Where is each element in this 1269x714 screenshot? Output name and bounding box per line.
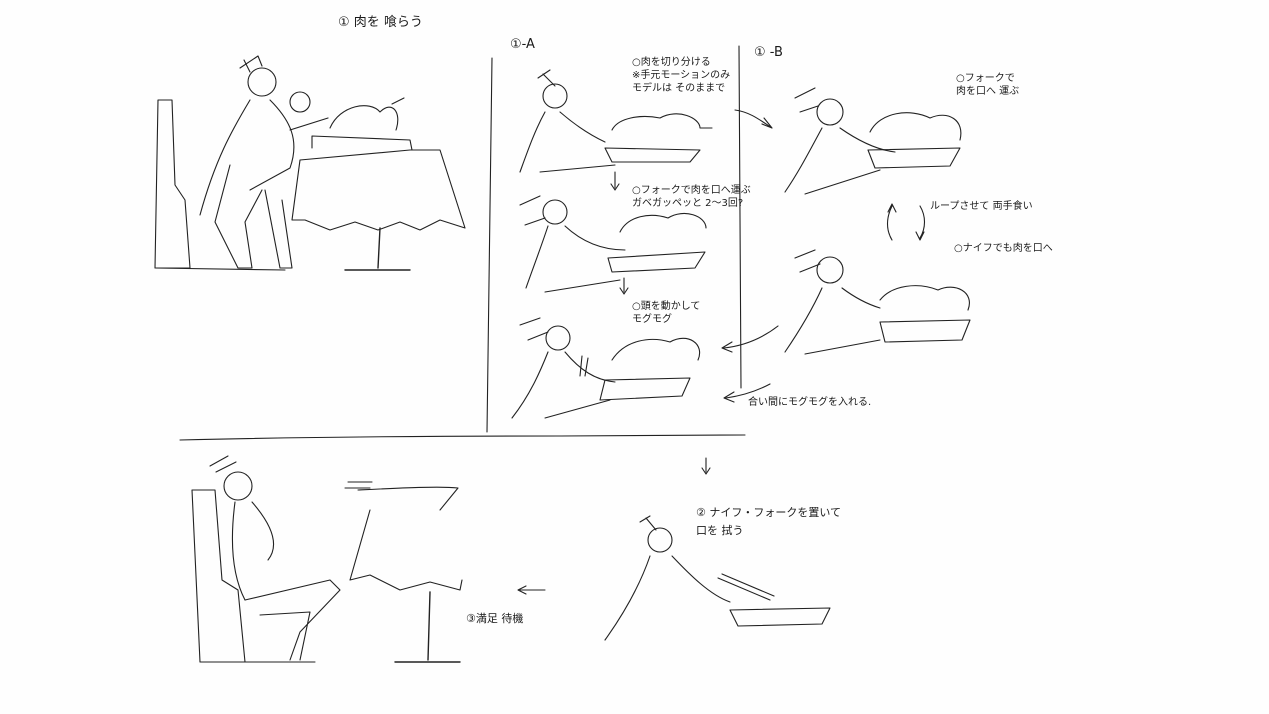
scene-1-figure — [154, 55, 466, 271]
step1-title: ① 肉を 喰らう — [338, 15, 423, 30]
note-1a-fork: ○フォークで肉を口へ運ぶ ガベガッペッと 2～3回? — [632, 185, 751, 209]
arrow-loop-down — [915, 205, 926, 241]
note-between: 合い間にモグモグを入れる. — [748, 397, 872, 408]
scene-1a-frame-2 — [519, 195, 707, 293]
note-1a-chew: ○頭を動かして モグモグ — [632, 301, 701, 325]
divider-horizontal — [179, 434, 746, 441]
arrow-to-step3 — [517, 585, 546, 595]
note-1b-fork: ○フォークで 肉を口へ 運ぶ — [956, 73, 1020, 97]
step2-label: ② ナイフ・フォークを置いて 口を 拭う — [696, 506, 842, 537]
step3-label: ③満足 待機 — [466, 612, 524, 625]
scene-2-figure — [604, 515, 831, 641]
divider-vertical-right — [738, 45, 742, 389]
scene-1a-frame-3 — [511, 317, 701, 419]
arrow-1a-to-1b — [734, 109, 773, 129]
arrow-1a-down-2 — [619, 277, 629, 295]
scene-3-figure — [191, 455, 463, 663]
divider-vertical-left — [486, 57, 493, 433]
arrow-1b-to-1a — [721, 325, 779, 353]
note-1b-loop: ループさせて 両手食い — [930, 201, 1033, 212]
arrow-loop-up — [886, 203, 897, 241]
arrow-to-step2 — [701, 457, 711, 475]
step1a-title: ①-A — [510, 37, 535, 52]
note-1a-cut: ○肉を切り分ける ※手元モーションのみ モデルは そのままで — [632, 57, 731, 94]
scene-1b-frame-2 — [784, 249, 971, 355]
note-1b-knife: ○ナイフでも肉を口へ — [954, 243, 1053, 254]
scene-1a-frame-1 — [519, 69, 713, 173]
step1b-title: ① -B — [754, 45, 783, 60]
scene-1b-frame-1 — [784, 87, 962, 195]
arrow-1a-down-1 — [610, 171, 620, 191]
arrow-between — [723, 383, 771, 403]
